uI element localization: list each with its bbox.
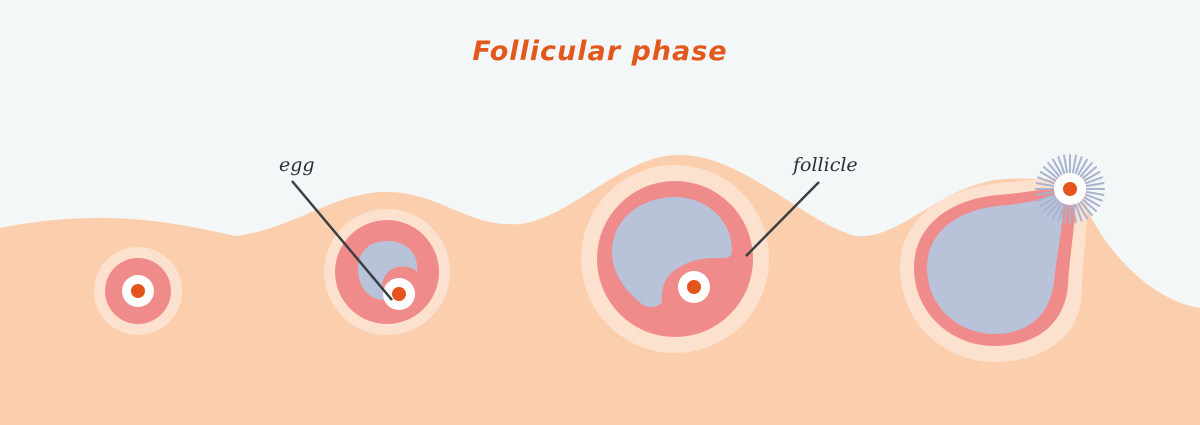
follicle-antrum xyxy=(927,194,1064,334)
release-ray xyxy=(1077,158,1088,176)
release-ray xyxy=(1057,156,1066,174)
release-ray xyxy=(1085,191,1105,196)
release-ray xyxy=(1063,204,1068,224)
release-ray xyxy=(1043,166,1058,180)
follicle-label: follicle xyxy=(791,154,858,176)
release-ray xyxy=(1057,204,1066,222)
release-ray xyxy=(1077,202,1088,220)
release-ray xyxy=(1037,193,1055,202)
follicle-stage-2 xyxy=(324,209,450,335)
release-ray xyxy=(1072,204,1077,224)
follicle-stage-1 xyxy=(94,247,182,335)
release-ray xyxy=(1052,202,1063,220)
release-ray xyxy=(1082,198,1097,212)
egg-label: egg xyxy=(279,154,315,176)
release-ray xyxy=(1085,193,1103,202)
egg-nucleus xyxy=(687,280,701,294)
egg-nucleus xyxy=(1063,182,1077,196)
release-ray xyxy=(1039,196,1057,207)
release-ray xyxy=(1039,171,1057,182)
release-ray xyxy=(1035,182,1055,187)
release-ray xyxy=(1052,158,1063,176)
release-ray xyxy=(1035,191,1055,196)
follicle-antrum xyxy=(612,197,733,308)
follicle-antrum xyxy=(357,241,418,300)
follicle-leader-line xyxy=(745,181,820,257)
egg-leader-line xyxy=(291,180,393,301)
release-ray xyxy=(1063,154,1068,174)
release-ray xyxy=(1047,201,1061,216)
release-ray xyxy=(1082,166,1097,180)
diagram-title: Follicular phase xyxy=(472,36,728,67)
release-ray xyxy=(1043,198,1058,212)
release-ray xyxy=(1074,156,1083,174)
egg-nucleus xyxy=(131,284,145,298)
release-ray xyxy=(1074,204,1083,222)
release-ray xyxy=(1085,176,1103,185)
release-rays xyxy=(1035,154,1105,224)
release-ray xyxy=(1047,162,1061,177)
release-ray xyxy=(1083,171,1101,182)
release-ray xyxy=(1083,196,1101,207)
release-ray xyxy=(1037,176,1055,185)
follicle-stage-3 xyxy=(581,165,769,353)
release-ray xyxy=(1079,162,1093,177)
release-ray xyxy=(1072,154,1077,174)
egg-nucleus xyxy=(392,287,406,301)
follicle-stage-4 xyxy=(900,154,1105,362)
release-ray xyxy=(1085,182,1105,187)
release-ray xyxy=(1079,201,1093,216)
